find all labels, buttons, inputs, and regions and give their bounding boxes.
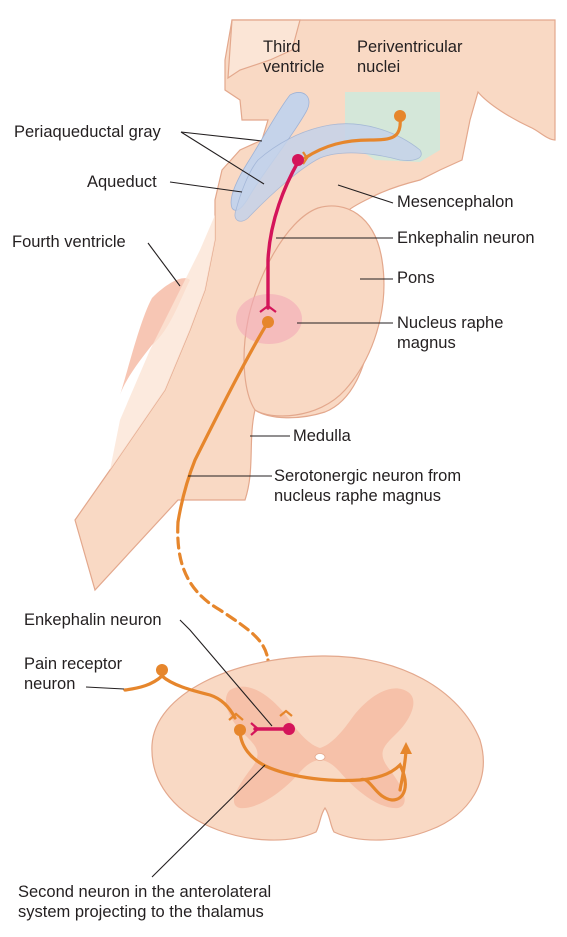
pain-receptor-line-1: Pain receptor xyxy=(24,655,123,673)
second-neuron-line-1: Second neuron in the anterolateral xyxy=(18,883,272,901)
second-neuron-line-2: system projecting to the thalamus xyxy=(18,903,264,921)
leader-pain-receptor xyxy=(85,686,125,690)
enkephalin-neuron-brain-axon xyxy=(266,160,300,310)
pain-receptor-axon xyxy=(123,673,237,720)
enkephalin-neuron-brain-soma xyxy=(292,154,304,166)
leader-second-neuron xyxy=(151,764,266,878)
pain-receptor-neuron-label: Pain receptor neuron xyxy=(24,654,122,694)
third-ventricle-line-1: Third xyxy=(263,38,301,56)
enkephalin-neuron-spinal-soma xyxy=(283,723,295,735)
periventricular-neuron-axon xyxy=(303,116,402,160)
second-neuron-label: Second neuron in the anterolateral syste… xyxy=(18,882,271,922)
serotonergic-neuron-axon-dashed xyxy=(176,520,270,662)
enkephalin-brain-terminal xyxy=(259,304,277,313)
serotonergic-neuron-axon xyxy=(176,320,270,524)
pain-receptor-soma xyxy=(156,664,168,676)
periventricular-nuclei-line-1: Periventricular xyxy=(357,38,463,56)
pons-label: Pons xyxy=(397,269,435,287)
enkephalin-neuron-spinal-label: Enkephalin neuron xyxy=(24,611,162,629)
periventricular-nuclei-label: Periventricular nuclei xyxy=(357,37,462,77)
mesencephalon-label: Mesencephalon xyxy=(397,193,514,211)
leader-periaqueductal-a xyxy=(180,131,263,142)
aqueduct-label: Aqueduct xyxy=(87,173,157,191)
second-neuron-arrowhead xyxy=(400,742,412,754)
pain-receptor-terminal xyxy=(228,712,244,721)
serotonergic-neuron-line-1: Serotonergic neuron from xyxy=(274,467,462,485)
medulla-label: Medulla xyxy=(293,427,351,445)
serotonergic-neuron-label: Serotonergic neuron from nucleus raphe m… xyxy=(274,466,461,506)
serotonergic-spinal-terminal xyxy=(279,709,293,717)
enkephalin-neuron-brain-label: Enkephalin neuron xyxy=(397,229,535,247)
second-neuron-axon xyxy=(238,728,407,802)
leader-mesencephalon xyxy=(337,184,394,204)
pain-receptor-line-2: neuron xyxy=(24,675,76,693)
diencephalon-rim xyxy=(227,19,301,80)
nucleus-raphe-magnus-line-2: magnus xyxy=(397,334,456,352)
enkephalin-spinal-terminal xyxy=(250,722,260,736)
serotonergic-neuron-line-2: nucleus raphe magnus xyxy=(274,487,441,505)
fourth-ventricle-label: Fourth ventricle xyxy=(12,233,126,251)
central-canal xyxy=(314,753,326,761)
leader-fourth-ventricle xyxy=(147,242,181,287)
leader-aqueduct xyxy=(169,181,243,193)
leader-periaqueductal-b xyxy=(180,131,265,185)
nucleus-raphe-magnus-label: Nucleus raphe magnus xyxy=(397,313,503,353)
dorsal-strip xyxy=(110,215,215,470)
periventricular-neuron-soma xyxy=(394,110,406,122)
periaqueductal-gray-region xyxy=(234,123,422,222)
periventricular-nuclei-line-2: nuclei xyxy=(357,58,401,76)
periaqueductal-gray-label: Periaqueductal gray xyxy=(14,123,161,141)
leader-enkephalin-spinal xyxy=(179,619,273,727)
periventricular-synapse xyxy=(302,151,309,165)
nucleus-raphe-magnus-line-1: Nucleus raphe xyxy=(397,314,504,332)
third-ventricle-line-2: ventricle xyxy=(263,58,325,76)
third-ventricle-label: Third ventricle xyxy=(263,37,324,77)
